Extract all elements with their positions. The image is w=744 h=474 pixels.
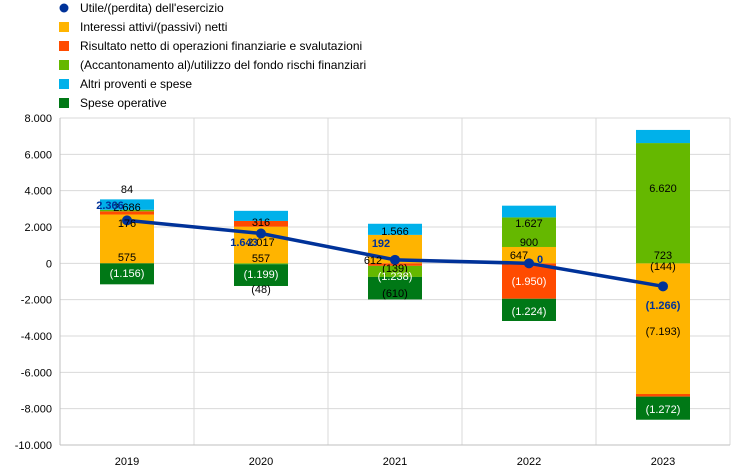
data-label: 176: [118, 218, 136, 230]
data-label: 612: [364, 255, 382, 267]
bar-segment: [502, 298, 556, 321]
y-tick-label: 0: [46, 258, 52, 270]
bar-segment: [100, 209, 154, 212]
data-label: (1.272): [646, 404, 681, 416]
y-tick-label: -10.000: [15, 440, 52, 452]
bar-segment: [636, 394, 690, 397]
data-label: (144): [650, 261, 676, 273]
legend-swatch: [59, 79, 69, 89]
data-label: 575: [118, 252, 136, 264]
line-data-label: 1.643: [230, 237, 258, 249]
profit-line-point: [390, 254, 400, 265]
data-label: 2.017: [247, 237, 275, 249]
x-tick-label: 2023: [651, 456, 675, 468]
data-label: 557: [252, 253, 270, 265]
legend-label: Altri proventi e spese: [80, 77, 192, 91]
bar-segment: [502, 246, 556, 264]
line-data-label: 192: [372, 238, 390, 250]
x-tick-label: 2021: [383, 456, 407, 468]
axes: -10.000 -8.000 -6.000 -4.000 -2.000 0 2.000 4.0…: [15, 113, 730, 468]
legend-swatch: [59, 41, 69, 51]
data-label: 6.620: [649, 183, 677, 195]
y-tick-label: -2.000: [21, 295, 52, 307]
bar-segment: [234, 264, 288, 286]
legend-swatch: [59, 98, 69, 108]
y-tick-label: -8.000: [21, 404, 52, 416]
data-label: (1.156): [110, 268, 145, 280]
bar-segment: [636, 396, 690, 420]
bar-segment: [234, 263, 288, 265]
data-label: 647: [510, 250, 528, 262]
line-data-label: 0: [537, 254, 543, 266]
bar-segment: [368, 265, 422, 277]
x-tick-label: 2019: [115, 456, 139, 468]
line-data-label: 2.366: [96, 200, 124, 212]
data-label: 316: [252, 217, 270, 229]
profit-line-point: [122, 215, 132, 226]
legend-label: (Accantonamento al)/utilizzo del fondo r…: [80, 58, 366, 72]
legend-label: Interessi attivi/(passivi) netti: [80, 20, 227, 34]
y-tick-label: 2.000: [24, 222, 52, 234]
bar-segment: [502, 217, 556, 247]
profit-line-point: [256, 228, 266, 239]
profit-line-point: [524, 258, 534, 269]
y-tick-label: -6.000: [21, 367, 52, 379]
legend-marker-line: [59, 3, 69, 13]
data-label: (1.238): [378, 271, 413, 283]
data-label: 723: [654, 250, 672, 262]
data-label: (1.199): [244, 269, 279, 281]
legend-label: Utile/(perdita) dell'esercizio: [80, 1, 224, 15]
profit-line: [122, 215, 668, 292]
data-label: (1.224): [512, 306, 547, 318]
bar-segment: [100, 199, 154, 210]
bar-segment: [636, 129, 690, 144]
bar-segment: [502, 205, 556, 218]
data-label: 900: [520, 237, 538, 249]
bar-segment: [368, 223, 422, 235]
data-label: (1.950): [512, 276, 547, 288]
data-label: 1.566: [381, 226, 409, 238]
legend-label: Risultato netto di operazioni finanziari…: [80, 39, 362, 53]
y-tick-label: 4.000: [24, 186, 52, 198]
line-data-label: (1.266): [646, 300, 681, 312]
y-tick-label: -4.000: [21, 331, 52, 343]
profit-line-point: [658, 281, 668, 292]
data-label: 2.686: [113, 202, 141, 214]
legend-swatch: [59, 22, 69, 32]
bar-segment: [368, 276, 422, 300]
bar-segment: [234, 220, 288, 227]
data-label: (610): [382, 288, 408, 300]
y-tick-label: 6.000: [24, 149, 52, 161]
data-label: 1.627: [515, 218, 543, 230]
bar-segment: [502, 263, 556, 299]
x-tick-label: 2020: [249, 456, 273, 468]
x-tick-label: 2022: [517, 456, 541, 468]
bar-segment: [100, 211, 154, 215]
bar-segment: [100, 263, 154, 285]
data-label: (48): [251, 284, 271, 296]
bar-segment: [234, 210, 288, 221]
data-label: 84: [121, 184, 133, 196]
bar-segment: [636, 143, 690, 264]
data-label: (7.193): [646, 326, 681, 338]
legend-label: Spese operative: [80, 96, 167, 110]
legend: Utile/(perdita) dell'esercizioInteressi …: [59, 1, 366, 110]
y-tick-label: 8.000: [24, 113, 52, 125]
data-labels: 2.686 2.017 1.566 900 (7.193) 176 316 (139) (1.9…: [96, 183, 681, 416]
data-label: (139): [382, 263, 408, 275]
legend-swatch: [59, 60, 69, 70]
